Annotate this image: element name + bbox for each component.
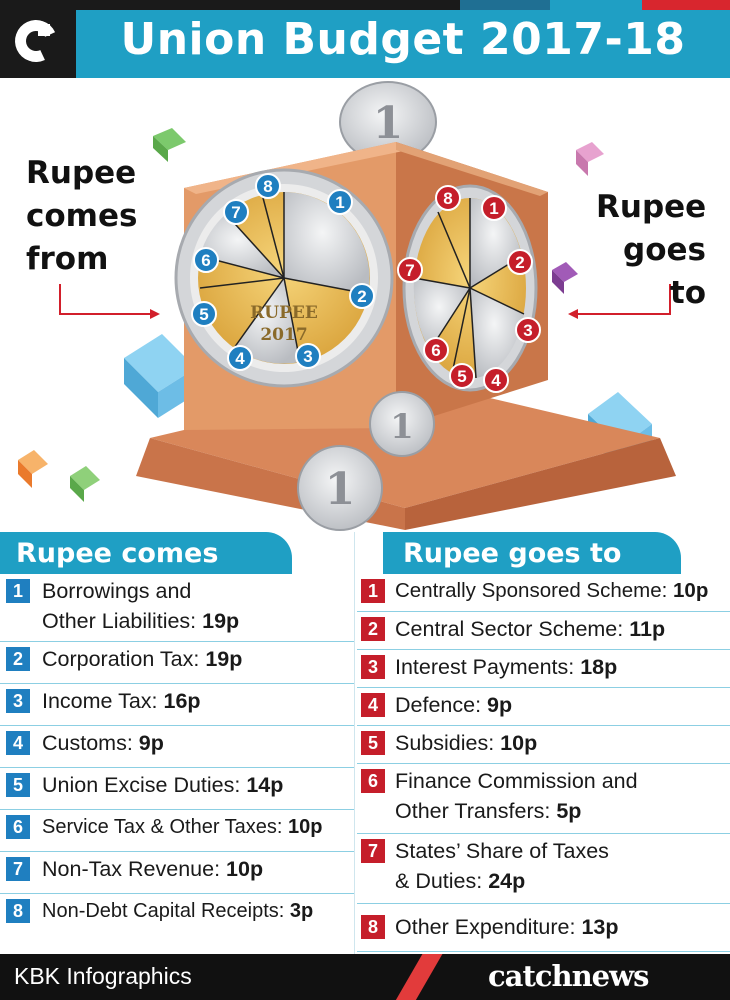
comes-from-heading: Rupee comes from [0, 532, 292, 613]
list-item: 8 Non-Debt Capital Receipts: 3p [0, 894, 354, 936]
item-number-badge: 8 [6, 899, 30, 923]
list-item: 5 Union Excise Duties: 14p [0, 768, 354, 810]
column-divider [354, 532, 357, 954]
item-number-badge: 3 [6, 689, 30, 713]
svg-text:4: 4 [235, 349, 245, 368]
list-item: 7 States’ Share of Taxes & Duties: 24p [357, 834, 730, 904]
catchnews-logo: catchnews [488, 959, 649, 993]
item-text: Other Expenditure: 13p [395, 915, 619, 939]
item-number-badge: 8 [361, 915, 385, 939]
coin-bottom: 1 [297, 445, 383, 531]
item-number-badge: 3 [361, 655, 385, 679]
svg-text:2: 2 [357, 287, 366, 306]
budget-lists: Rupee comes from 1 Borrowings and Other … [0, 532, 730, 954]
list-item: 3 Income Tax: 16p [0, 684, 354, 726]
item-number-badge: 4 [361, 693, 385, 717]
coin-rupee-text: RUPEE [250, 303, 318, 323]
page-title: Union Budget 2017-18 [120, 14, 686, 65]
item-text: Central Sector Scheme: 11p [395, 617, 666, 641]
item-number-badge: 7 [6, 857, 30, 881]
item-number-badge: 1 [361, 579, 385, 603]
list-item: 6 Service Tax & Other Taxes: 10p [0, 810, 354, 852]
left-pie-wheel: RUPEE 2017 [174, 168, 394, 388]
credit-text: KBK Infographics [14, 963, 192, 989]
svg-text:3: 3 [303, 347, 312, 366]
item-text: Non-Tax Revenue: 10p [42, 857, 264, 881]
item-number-badge: 7 [361, 839, 385, 863]
rupee-comes-from-label: Rupee comes from [26, 155, 138, 277]
list-item: 3 Interest Payments: 18p [357, 650, 730, 688]
list-item: 4 Defence: 9p [357, 688, 730, 726]
top-color-strip [0, 0, 730, 10]
list-item: 5 Subsidies: 10p [357, 726, 730, 764]
item-text: Borrowings and Other Liabilities: 19p [42, 579, 240, 633]
list-item: 2 Central Sector Scheme: 11p [357, 612, 730, 650]
item-text: States’ Share of Taxes & Duties: 24p [395, 839, 609, 893]
item-number-badge: 6 [6, 815, 30, 839]
item-number-badge: 5 [6, 773, 30, 797]
item-text: Interest Payments: 18p [395, 655, 618, 679]
svg-text:7: 7 [405, 261, 414, 280]
arrow-into-box-icon [59, 284, 160, 319]
item-text: Subsidies: 10p [395, 731, 538, 755]
svg-text:6: 6 [431, 341, 440, 360]
svg-text:1: 1 [325, 464, 356, 515]
item-number-badge: 5 [361, 731, 385, 755]
footer-accent-stripe [387, 954, 449, 1000]
header-bar [0, 10, 730, 78]
money-box-graphic: 1 [18, 81, 676, 531]
svg-text:8: 8 [263, 177, 272, 196]
svg-text:1: 1 [335, 193, 344, 212]
budget-box-illustration: 1 [0, 78, 730, 532]
item-text: Union Excise Duties: 14p [42, 773, 284, 797]
footer-bar: KBK Infographics catchnews [0, 954, 730, 1000]
list-item: 1 Borrowings and Other Liabilities: 19p [0, 574, 354, 642]
rupee-goes-to-label: Rupee goes to [596, 189, 707, 311]
item-text: Customs: 9p [42, 731, 164, 755]
item-number-badge: 2 [361, 617, 385, 641]
item-number-badge: 2 [6, 647, 30, 671]
svg-text:7: 7 [231, 203, 240, 222]
item-text: Finance Commission and Other Transfers: … [395, 769, 638, 823]
svg-text:2: 2 [515, 253, 524, 272]
item-text: Centrally Sponsored Scheme: 10p [395, 579, 709, 602]
svg-text:1: 1 [373, 98, 404, 149]
item-text: Corporation Tax: 19p [42, 647, 243, 671]
svg-text:1: 1 [489, 199, 498, 218]
arrow-out-of-box-icon [568, 284, 671, 319]
goes-to-heading: Rupee goes to [383, 532, 681, 574]
svg-text:8: 8 [443, 189, 452, 208]
coin-year-text: 2017 [260, 325, 307, 345]
left-wheel-badges: 1 2 3 4 5 6 7 8 [191, 173, 375, 371]
item-text: Non-Debt Capital Receipts: 3p [42, 900, 314, 922]
svg-text:6: 6 [201, 251, 210, 270]
right-pie-wheel [402, 184, 538, 392]
list-item: 8 Other Expenditure: 13p [357, 904, 730, 952]
list-item: 1 Centrally Sponsored Scheme: 10p [357, 574, 730, 612]
svg-text:1: 1 [390, 407, 414, 447]
item-text: Defence: 9p [395, 693, 513, 717]
list-item: 6 Finance Commission and Other Transfers… [357, 764, 730, 834]
svg-text:5: 5 [199, 305, 208, 324]
item-text: Service Tax & Other Taxes: 10p [42, 816, 323, 838]
list-item: 4 Customs: 9p [0, 726, 354, 768]
catch-c-logo-icon [0, 10, 76, 78]
list-item: 7 Non-Tax Revenue: 10p [0, 852, 354, 894]
coin-middle: 1 [369, 391, 435, 457]
list-item: 2 Corporation Tax: 19p [0, 642, 354, 684]
right-wheel-badges: 1 2 3 4 5 6 7 8 [397, 185, 541, 393]
item-text: Income Tax: 16p [42, 689, 201, 713]
item-number-badge: 4 [6, 731, 30, 755]
item-number-badge: 6 [361, 769, 385, 793]
item-number-badge: 1 [6, 579, 30, 603]
svg-text:5: 5 [457, 367, 466, 386]
svg-text:4: 4 [491, 371, 501, 390]
coin-top: 1 [339, 81, 437, 163]
svg-text:3: 3 [523, 321, 532, 340]
